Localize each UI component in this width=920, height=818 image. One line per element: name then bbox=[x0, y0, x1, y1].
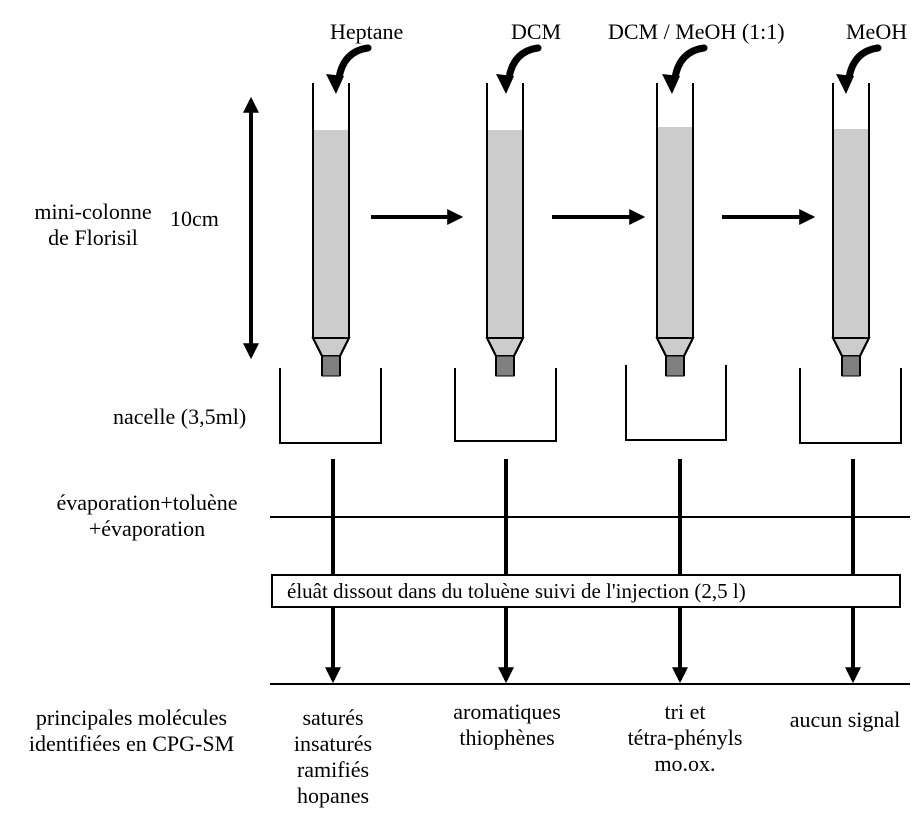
injection-box: éluât dissout dans du toluène suivi de l… bbox=[271, 574, 901, 608]
pour-arrow-icon bbox=[662, 44, 708, 94]
solvent-label: Heptane bbox=[330, 19, 404, 44]
vessel-label: nacelle (3,5ml) bbox=[113, 404, 247, 429]
column-wall bbox=[832, 83, 870, 376]
result-line: aromatiques bbox=[453, 699, 561, 724]
column-packing bbox=[487, 130, 523, 338]
column-label-line: mini-colonne bbox=[34, 199, 152, 224]
column-frit bbox=[665, 355, 685, 377]
evaporation-label-line: évaporation+toluène bbox=[56, 490, 238, 515]
result-line: aucun signal bbox=[789, 707, 901, 732]
column-packing bbox=[657, 127, 693, 338]
result-line: saturés bbox=[302, 705, 364, 730]
column-frit bbox=[321, 355, 341, 377]
evaporation-label: évaporation+toluène +évaporation bbox=[22, 490, 272, 542]
column-label: mini-colonne de Florisil bbox=[18, 199, 168, 251]
column-frit bbox=[841, 355, 861, 377]
pour-arrow-icon bbox=[836, 44, 882, 94]
result-line: hopanes bbox=[296, 783, 370, 808]
molecules-label-line: identifiées en CPG-SM bbox=[28, 731, 235, 756]
column-1 bbox=[311, 83, 351, 377]
molecules-label: principales molécules identifiées en CPG… bbox=[4, 705, 259, 757]
result-line: mo.ox. bbox=[654, 751, 716, 776]
vessel bbox=[454, 368, 557, 442]
column-packing bbox=[313, 130, 349, 338]
molecules-label-line: principales molécules bbox=[35, 705, 228, 730]
vessel bbox=[625, 365, 727, 441]
pour-arrow-icon bbox=[326, 44, 372, 94]
column-2 bbox=[485, 83, 525, 377]
result-line: tétra-phényls bbox=[627, 725, 743, 750]
solvent-label: DCM / MeOH (1:1) bbox=[608, 19, 785, 44]
result-line: tri et bbox=[664, 699, 706, 724]
solvent-label: MeOH bbox=[846, 19, 908, 44]
vessel bbox=[799, 368, 902, 444]
pour-arrow-icon bbox=[496, 44, 542, 94]
evaporation-label-line: +évaporation bbox=[88, 516, 206, 541]
column-frit bbox=[495, 355, 515, 377]
result-fraction-1: saturés insaturés ramifiés hopanes bbox=[263, 705, 403, 809]
column-label-line: de Florisil bbox=[48, 225, 138, 250]
column-wall bbox=[656, 83, 694, 376]
result-line: thiophènes bbox=[459, 725, 555, 750]
result-line: ramifiés bbox=[296, 757, 370, 782]
result-fraction-3: tri et tétra-phényls mo.ox. bbox=[600, 699, 770, 777]
column-packing bbox=[833, 129, 869, 338]
column-wall bbox=[312, 83, 350, 376]
column-3 bbox=[655, 83, 695, 377]
result-fraction-4: aucun signal bbox=[770, 707, 920, 733]
column-wall bbox=[486, 83, 524, 376]
vessel bbox=[279, 368, 382, 444]
solvent-label: DCM bbox=[511, 19, 562, 44]
height-label: 10cm bbox=[170, 206, 219, 231]
result-line: insaturés bbox=[293, 731, 373, 756]
result-fraction-2: aromatiques thiophènes bbox=[432, 699, 582, 751]
column-4 bbox=[831, 83, 871, 377]
